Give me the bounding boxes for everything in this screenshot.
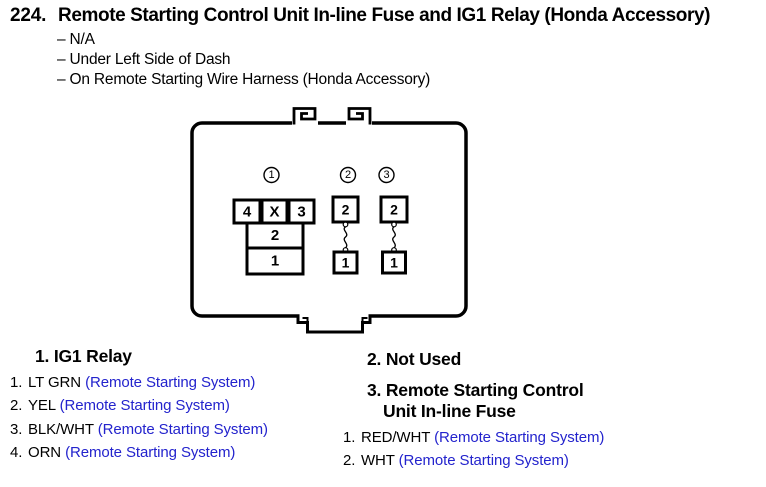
legend-fuse-heading-line1: 3. Remote Starting Control — [367, 380, 584, 400]
top-tab1-gap — [292, 120, 318, 126]
wire-color: LT GRN — [28, 374, 86, 391]
connector-diagram: 1 2 3 4 X 3 2 1 2 1 2 1 — [190, 107, 468, 334]
label-circle-1-text: 1 — [268, 169, 274, 181]
bullet-na: – N/A — [57, 31, 95, 48]
relay-pin2-label: 2 — [271, 227, 279, 244]
pin-row: 1. RED/WHT (Remote Starting System) — [343, 426, 604, 449]
conn2-pin1-label: 1 — [342, 255, 350, 271]
bullet-harness: – On Remote Starting Wire Harness (Honda… — [57, 71, 431, 88]
page-title: Remote Starting Control Unit In-line Fus… — [58, 5, 711, 26]
system-link[interactable]: (Remote Starting System) — [59, 397, 230, 415]
legend-fuse-heading-line2: Unit In-line Fuse — [383, 401, 516, 421]
bottom-tab-gap — [299, 313, 369, 319]
system-link[interactable]: (Remote Starting System) — [97, 420, 268, 438]
system-link[interactable]: (Remote Starting System) — [434, 429, 605, 446]
ig1-relay-pin-list: 1. LT GRN (Remote Starting System) 2. YEL … — [10, 371, 268, 465]
wire-color: ORN — [28, 444, 66, 462]
label-circle-3 — [378, 166, 395, 184]
conn2-pin1-box — [332, 250, 359, 275]
top-tab2 — [347, 107, 372, 125]
pin-row: 2. WHT (Remote Starting System) — [343, 449, 604, 472]
conn2-wire — [343, 226, 348, 249]
conn3-wire — [392, 226, 396, 249]
label-circle-2 — [339, 166, 357, 184]
relay-pin1-box — [245, 246, 305, 276]
pin-number: 3. — [10, 420, 23, 438]
relay-pin1-label: 1 — [271, 253, 279, 270]
pin-number: 2. — [343, 452, 356, 470]
relay-pinX-label: X — [269, 204, 279, 221]
conn3-pin1-box — [381, 250, 407, 275]
bottom-tab-hook-right — [361, 317, 368, 323]
pin-number: 1. — [343, 429, 356, 446]
conn3-pin2-label: 2 — [390, 202, 398, 218]
conn3-pin1-label: 1 — [390, 255, 398, 271]
label-circle-3-text: 3 — [383, 169, 389, 181]
pin-row: 4. ORN (Remote Starting System) — [10, 441, 268, 464]
relay-pin4-label: 4 — [243, 204, 252, 221]
wire-color: BLK/WHT — [28, 420, 98, 438]
bullet-location: – Under Left Side of Dash — [57, 51, 231, 68]
wire-color: YEL — [28, 397, 60, 415]
pin-row: 3. BLK/WHT (Remote Starting System) — [10, 418, 268, 441]
system-link[interactable]: (Remote Starting System) — [85, 374, 256, 391]
legend-ig1-relay-heading: 1. IG1 Relay — [35, 346, 132, 366]
bottom-tab — [290, 314, 378, 334]
bottom-tab-hook-left — [302, 317, 309, 323]
entry-number: 224. — [10, 5, 47, 26]
conn3-pin2-box — [379, 195, 409, 224]
system-link[interactable]: (Remote Starting System) — [398, 452, 569, 470]
fuse-pin-list: 1. RED/WHT (Remote Starting System) 2. WHT… — [343, 426, 604, 473]
conn2-pin2-label: 2 — [342, 202, 350, 218]
pin-number: 2. — [10, 397, 23, 415]
relay-pin3-label: 3 — [297, 204, 305, 221]
pin-number: 4. — [10, 444, 23, 462]
wire-color: RED/WHT — [361, 429, 435, 446]
pin-number: 1. — [10, 374, 23, 391]
wire-color: WHT — [361, 452, 399, 470]
pin-row: 1. LT GRN (Remote Starting System) — [10, 371, 268, 394]
conn2-wire-terminal-top — [342, 221, 349, 228]
label-circle-2-text: 2 — [345, 169, 351, 181]
top-tab1 — [292, 107, 317, 125]
conn3-wire-terminal-top — [391, 221, 397, 228]
top-tab2-gap — [346, 120, 372, 126]
system-link[interactable]: (Remote Starting System) — [65, 444, 236, 462]
label-circle-1 — [263, 166, 280, 184]
legend-not-used-heading: 2. Not Used — [367, 349, 462, 369]
pin-row: 2. YEL (Remote Starting System) — [10, 394, 268, 417]
